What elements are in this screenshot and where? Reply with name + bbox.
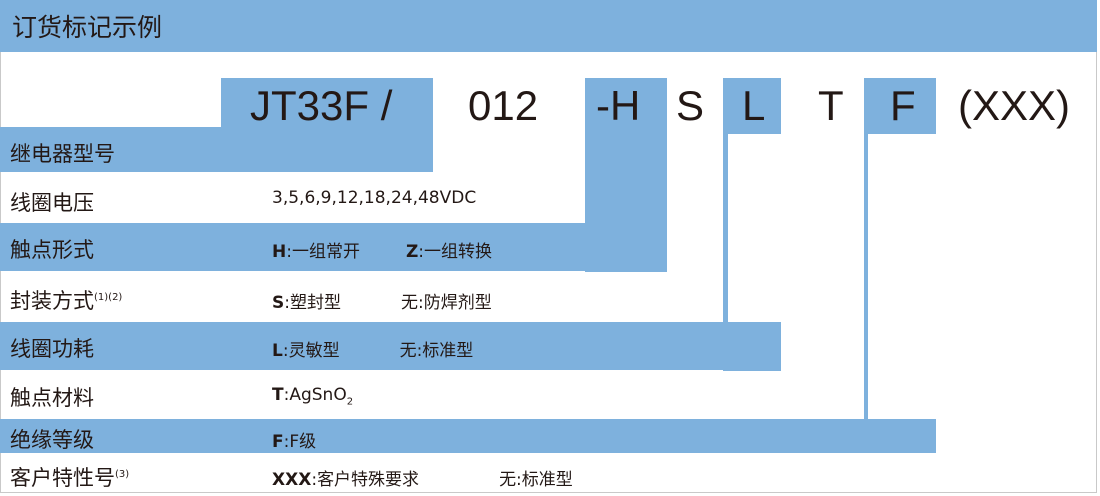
code-customer: (XXX) [958, 82, 1071, 129]
row-band-insulation [0, 419, 936, 453]
row-label-customer: 客户特性号(3) [10, 466, 130, 490]
row-band-model [0, 127, 433, 172]
code-voltage: 012 [468, 82, 539, 129]
row-band-coil [0, 322, 781, 370]
code-material: T [818, 82, 844, 129]
code-model: JT33F / [250, 82, 393, 129]
row-label-voltage: 线圈电压 [10, 191, 94, 215]
code-insulation: F [890, 82, 916, 129]
header-band [0, 0, 1097, 52]
code-coil: L [742, 82, 766, 129]
row-desc-voltage: 3,5,6,9,12,18,24,48VDC [272, 188, 477, 208]
row-label-insulation: 绝缘等级 [10, 428, 94, 452]
row-label-model: 继电器型号 [10, 142, 115, 166]
row-desc-insulation: F:F级 [272, 432, 317, 452]
row-desc-customer: XXX:客户特殊要求无:标准型 [272, 470, 573, 490]
row-label-contact: 触点形式 [10, 238, 94, 262]
bracket-gap-insulation [868, 134, 936, 419]
code-contact: -H [596, 82, 641, 129]
row-label-package: 封装方式(1)(2) [10, 289, 123, 313]
header-title: 订货标记示例 [12, 13, 163, 42]
row-desc-package: S:塑封型无:防焊剂型 [272, 293, 492, 313]
row-desc-material: T:AgSnO2 [272, 385, 354, 408]
row-desc-coil: L:灵敏型无:标准型 [272, 341, 474, 361]
row-band-contact [0, 223, 667, 271]
code-package: S [676, 82, 705, 129]
row-label-coil: 线圈功耗 [10, 337, 94, 361]
row-label-material: 触点材料 [10, 386, 94, 410]
bracket-gap-coil [728, 134, 781, 322]
